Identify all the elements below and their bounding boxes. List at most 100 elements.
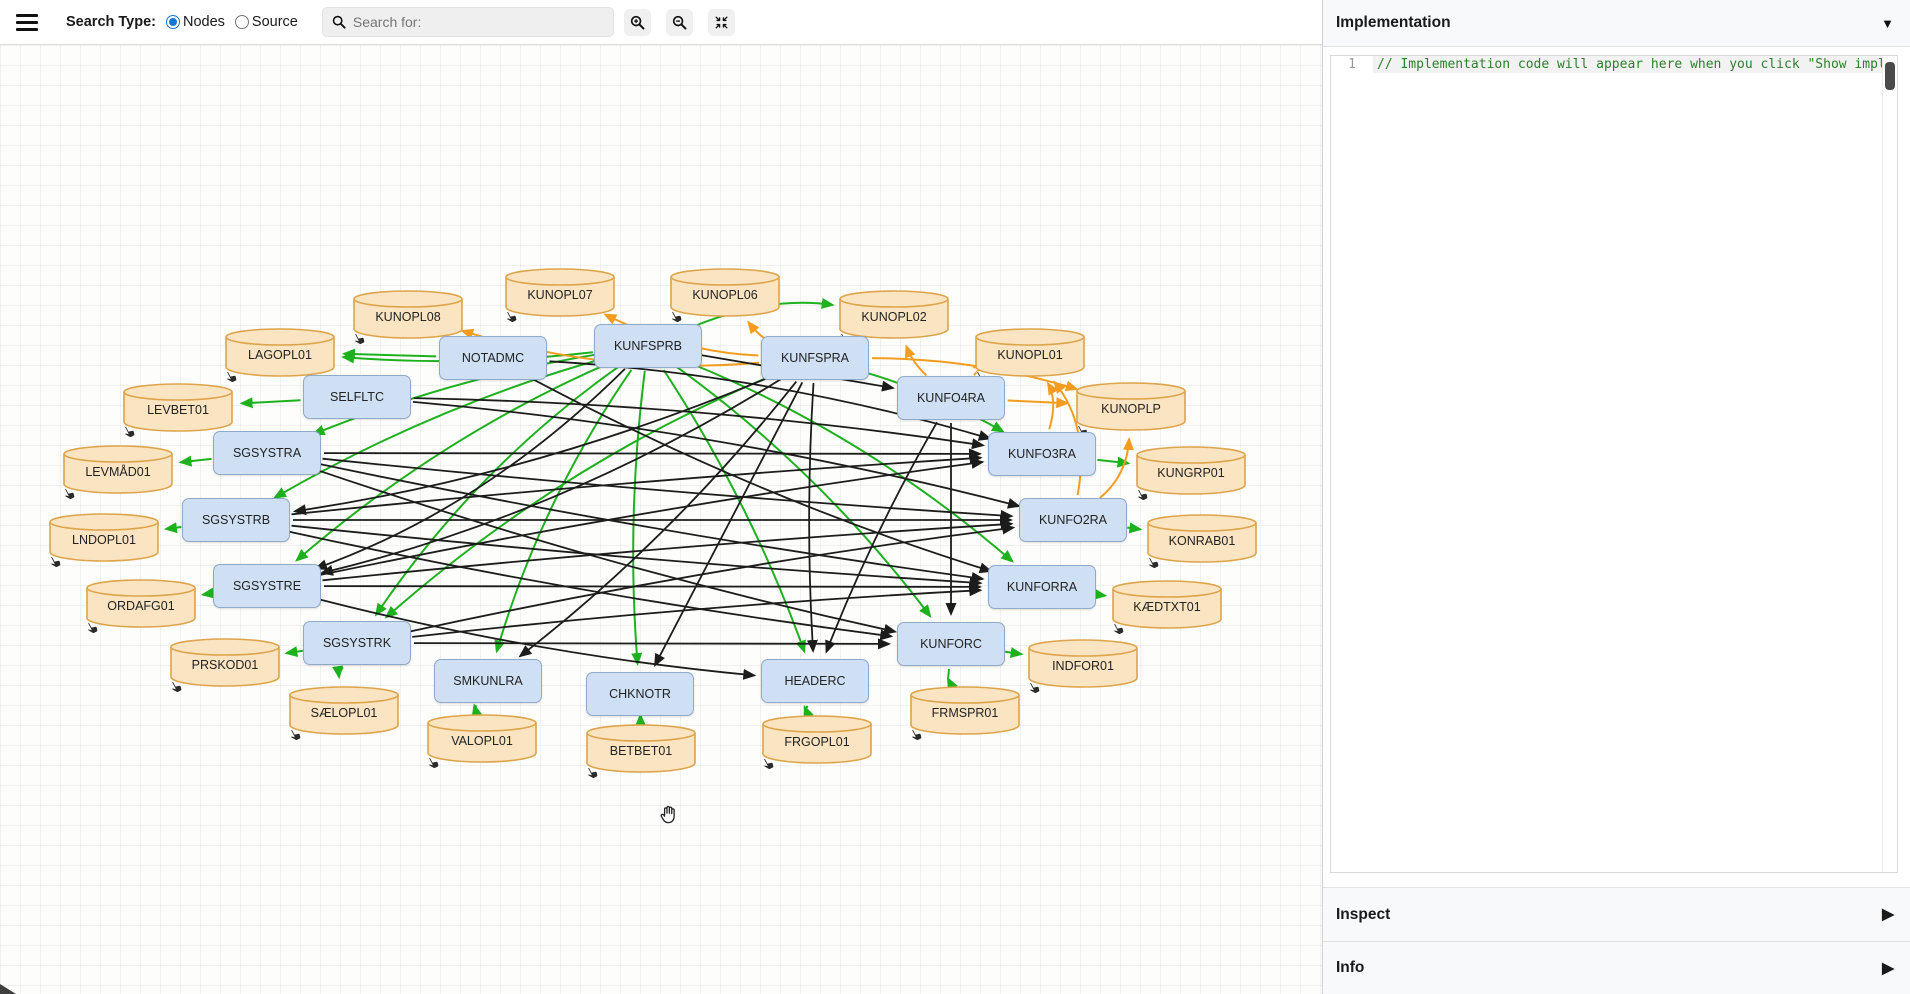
node-label: LEVBET01 (147, 403, 209, 417)
graph-node-frgopl01[interactable]: FRGOPL01 (761, 714, 873, 770)
graph-node-kunopl08[interactable]: KUNOPL08 (352, 289, 464, 345)
graph-node-konrab01[interactable]: KONRAB01 (1146, 513, 1258, 569)
graph-node-kunfo3ra[interactable]: KUNFO3RA (988, 432, 1096, 476)
graph-edge (319, 377, 783, 576)
graph-node-sgsystre[interactable]: SGSYSTRE (213, 564, 321, 608)
graph-node-kunopl02[interactable]: KUNOPL02 (838, 289, 950, 345)
zoom-in-button[interactable] (623, 8, 651, 36)
zoom-in-icon (629, 14, 646, 31)
graph-node-kædtxt01[interactable]: KÆDTXT01 (1111, 579, 1223, 635)
node-label: KUNOPL01 (997, 348, 1063, 362)
graph-node-kunfo2ra[interactable]: KUNFO2RA (1019, 498, 1127, 542)
graph-node-chknotr[interactable]: CHKNOTR (586, 672, 694, 716)
caret-down-icon[interactable]: ▼ (1881, 15, 1894, 31)
pointer-hand-icon (581, 761, 603, 783)
graph-edge (803, 704, 814, 720)
toolbar: Search Type: Nodes Source (0, 0, 1322, 45)
info-section-header[interactable]: Info ▶ (1323, 941, 1910, 994)
graph-node-kunoplp[interactable]: KUNOPLP (1075, 381, 1187, 437)
graph-node-levbet01[interactable]: LEVBET01 (122, 382, 234, 438)
graph-edge (631, 370, 646, 666)
editor-scrollbar-thumb[interactable] (1885, 62, 1895, 90)
graph-edge (689, 362, 1014, 563)
graph-edge (178, 455, 212, 467)
graph-edge (662, 369, 806, 654)
graph-edge (311, 467, 898, 635)
graph-node-notadmc[interactable]: NOTADMC (439, 336, 547, 380)
graph-node-sgsystra[interactable]: SGSYSTRA (213, 431, 321, 475)
node-label: INDFOR01 (1052, 659, 1114, 673)
caret-right-icon[interactable]: ▶ (1882, 906, 1894, 923)
inspect-section-header[interactable]: Inspect ▶ (1323, 888, 1910, 941)
graph-node-kungrp01[interactable]: KUNGRP01 (1135, 445, 1247, 501)
pointer-hand-icon (44, 550, 66, 572)
graph-node-sgsystrb[interactable]: SGSYSTRB (182, 498, 290, 542)
graph-node-kunfo4ra[interactable]: KUNFO4RA (897, 376, 1005, 420)
graph-edge (295, 362, 609, 562)
graph-node-kunfsprb[interactable]: KUNFSPRB (594, 324, 702, 368)
graph-node-smkunlra[interactable]: SMKUNLRA (434, 659, 542, 703)
graph-node-valopl01[interactable]: VALOPL01 (426, 713, 538, 769)
graph-node-kunopl07[interactable]: KUNOPL07 (504, 267, 616, 323)
pointer-hand-icon (118, 420, 140, 442)
graph-node-sælopl01[interactable]: SÆLOPL01 (288, 685, 400, 741)
search-input[interactable] (352, 14, 605, 30)
search-icon (331, 14, 347, 30)
graph-edge (528, 376, 993, 574)
graph-node-sgsystrk[interactable]: SGSYSTRK (303, 621, 411, 665)
graph-edge (374, 366, 619, 617)
node-label: KUNGRP01 (1157, 466, 1225, 480)
graph-node-kunfspra[interactable]: KUNFSPRA (761, 336, 869, 380)
graph-node-lndopl01[interactable]: LNDOPL01 (48, 512, 160, 568)
radio-option-source[interactable]: Source (234, 14, 298, 30)
graph-edge (654, 381, 804, 667)
fit-view-button[interactable] (707, 8, 735, 36)
zoom-out-icon (671, 14, 688, 31)
pointer-hand-icon (905, 723, 927, 745)
graph-node-prskod01[interactable]: PRSKOD01 (169, 637, 281, 693)
menu-button[interactable] (10, 6, 44, 38)
graph-node-kunforra[interactable]: KUNFORRA (988, 565, 1096, 609)
info-title: Info (1336, 959, 1365, 976)
fit-view-icon (713, 14, 730, 31)
graph-edge (412, 585, 983, 638)
pointer-hand-icon (58, 482, 80, 504)
pointer-hand-icon (422, 751, 444, 773)
graph-edge (1127, 522, 1143, 534)
inspect-title: Inspect (1336, 905, 1391, 923)
graph-edge (1099, 437, 1134, 499)
graph-node-levmåd01[interactable]: LEVMÅD01 (62, 444, 174, 500)
graph-node-kunopl01[interactable]: KUNOPL01 (974, 327, 1086, 383)
graph-edge (825, 421, 938, 654)
code-editor[interactable]: 1 // Implementation code will appear her… (1330, 55, 1898, 873)
graph-canvas[interactable]: KUNOPL08 KUNOPL07 KUNOPL06 KUNOPL02 KUNO… (0, 45, 1322, 994)
node-label: KONRAB01 (1168, 534, 1236, 548)
graph-node-lagopl01[interactable]: LAGOPL01 (224, 327, 336, 383)
pointer-hand-icon (1142, 551, 1164, 573)
graph-node-kunforc[interactable]: KUNFORC (897, 622, 1005, 666)
radio-option-nodes[interactable]: Nodes (166, 14, 225, 30)
radio-nodes-icon[interactable] (166, 15, 180, 29)
pointer-hand-icon (500, 305, 522, 327)
graph-edge (1005, 647, 1024, 658)
node-label: VALOPL01 (451, 734, 513, 748)
zoom-out-button[interactable] (665, 8, 693, 36)
radio-source-icon[interactable] (234, 15, 249, 29)
graph-edge (676, 366, 932, 618)
implementation-section-header[interactable]: Implementation ▼ (1323, 0, 1910, 46)
editor-scrollbar-track[interactable] (1882, 56, 1897, 872)
graph-node-selfltc[interactable]: SELFLTC (303, 375, 411, 419)
caret-right-icon[interactable]: ▶ (1882, 959, 1894, 977)
graph-node-indfor01[interactable]: INDFOR01 (1027, 638, 1139, 694)
graph-node-ordafg01[interactable]: ORDAFG01 (85, 578, 197, 634)
graph-edge (323, 448, 982, 460)
node-label: KUNOPL07 (527, 288, 593, 302)
pointer-hand-icon (284, 723, 306, 745)
graph-node-headerc[interactable]: HEADERC (761, 659, 869, 703)
graph-edge (494, 369, 633, 654)
graph-node-kunopl06[interactable]: KUNOPL06 (669, 267, 781, 323)
pointer-hand-icon (1023, 676, 1045, 698)
pointer-hand-icon (1131, 483, 1153, 505)
graph-node-betbet01[interactable]: BETBET01 (585, 723, 697, 779)
graph-node-frmspr01[interactable]: FRMSPR01 (909, 685, 1021, 741)
